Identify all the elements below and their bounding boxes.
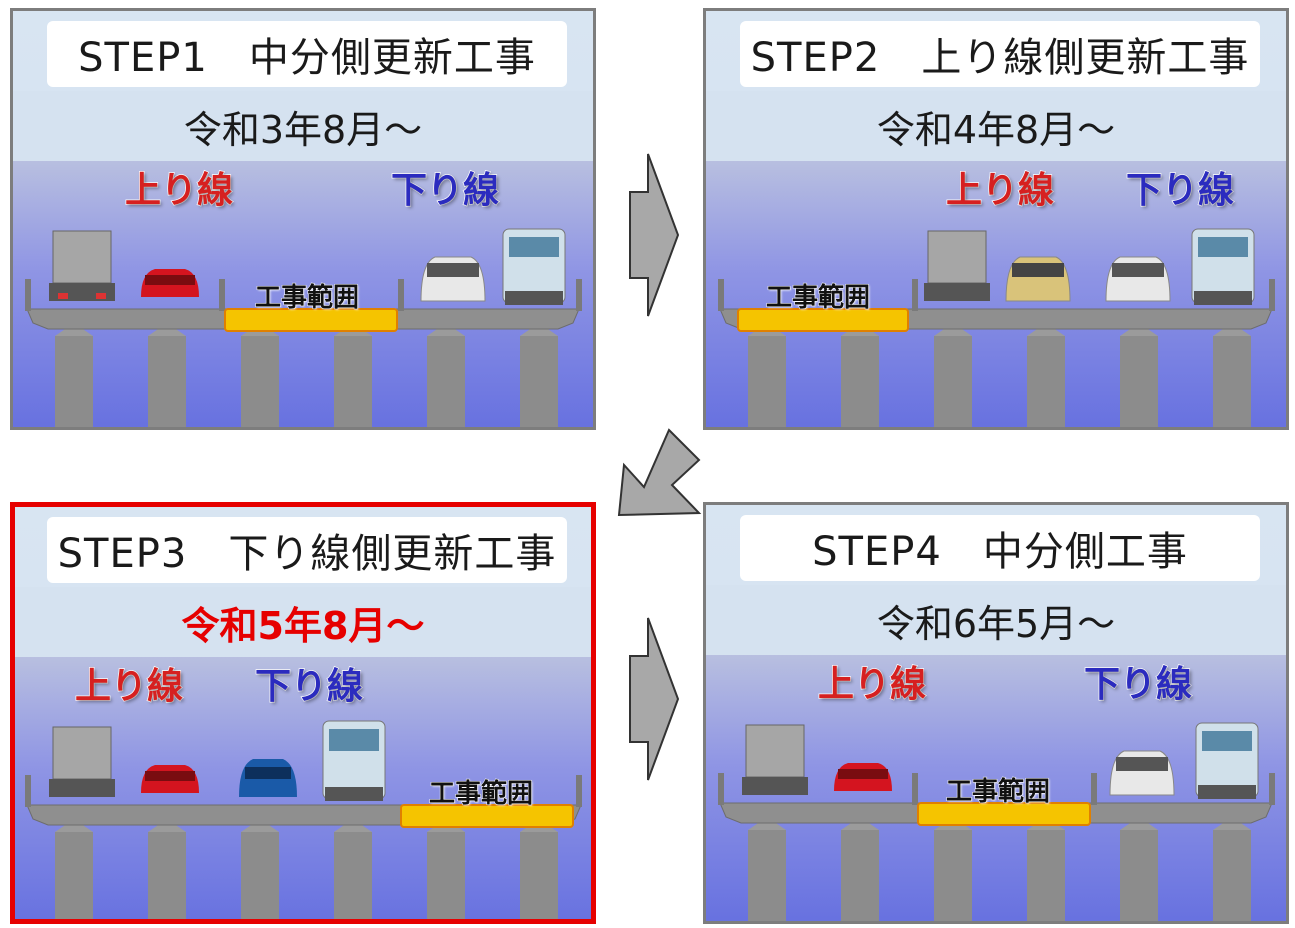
red-car-icon — [834, 763, 892, 791]
step3-panel: STEP3 下り線側更新工事 令和5年8月～ 上り線 下り線 工事範囲 — [10, 502, 596, 924]
step2-panel: STEP2 上り線側更新工事 令和4年8月～ 上り線 下り線 工事範囲 — [703, 8, 1289, 430]
truck-gray-icon — [742, 724, 808, 795]
bridge-scene — [25, 720, 582, 919]
step2-title: STEP2 上り線側更新工事 — [740, 21, 1260, 87]
step1-date: 令和3年8月～ — [183, 108, 423, 152]
arrow-down-left-icon — [617, 428, 702, 517]
piers — [748, 323, 1251, 427]
up-lane-label: 上り線 — [124, 169, 234, 212]
step3-title: STEP3 下り線側更新工事 — [47, 517, 567, 583]
blue-car-icon — [239, 759, 297, 797]
yellow-car-icon — [1005, 256, 1071, 302]
arrow-right-icon — [629, 153, 680, 317]
piers — [55, 819, 558, 919]
piers — [55, 323, 558, 427]
red-car-icon — [141, 765, 199, 793]
down-lane-label: 下り線 — [254, 665, 364, 708]
work-zone-bar — [737, 308, 909, 332]
date-band — [13, 91, 593, 161]
bridge-scene — [718, 228, 1275, 427]
bridge-scene — [718, 722, 1275, 921]
step3-date: 令和5年8月～ — [181, 604, 425, 648]
white-car-icon — [1105, 256, 1171, 302]
up-lane-label: 上り線 — [945, 169, 1055, 212]
step4-date: 令和6年5月～ — [876, 602, 1116, 646]
step1-title: STEP1 中分側更新工事 — [47, 21, 567, 87]
step2-date: 令和4年8月～ — [876, 108, 1116, 152]
work-zone-label: 工事範囲 — [765, 283, 871, 314]
truck-gray-icon — [49, 230, 115, 301]
work-zone-label: 工事範囲 — [254, 283, 360, 314]
truck-blue-icon — [1195, 722, 1259, 799]
piers — [748, 817, 1251, 921]
truck-blue-icon — [502, 228, 566, 305]
step4-title: STEP4 中分側工事 — [740, 515, 1260, 581]
work-zone-label: 工事範囲 — [428, 779, 534, 810]
step1-panel: STEP1 中分側更新工事 令和3年8月～ 上り線 下り線 工事範囲 — [10, 8, 596, 430]
work-zone-bar — [917, 802, 1091, 826]
arrow-right-icon — [629, 617, 680, 781]
date-band — [706, 91, 1286, 161]
down-lane-label: 下り線 — [1125, 169, 1235, 212]
white-car-icon — [420, 256, 486, 302]
up-lane-label: 上り線 — [817, 663, 927, 706]
bridge-scene — [25, 228, 582, 427]
work-zone-bar — [224, 308, 398, 332]
work-zone-bar — [400, 804, 574, 828]
truck-gray-icon — [49, 726, 115, 797]
work-zone-label: 工事範囲 — [945, 777, 1051, 808]
red-car-icon — [141, 269, 199, 297]
date-band — [15, 587, 591, 657]
step4-panel: STEP4 中分側工事 令和6年5月～ 上り線 下り線 工事範囲 — [703, 502, 1289, 924]
down-lane-label: 下り線 — [390, 169, 500, 212]
truck-blue-icon — [322, 720, 386, 801]
date-band — [706, 585, 1286, 655]
up-lane-label: 上り線 — [74, 665, 184, 708]
truck-gray-icon — [924, 230, 990, 301]
truck-blue-icon — [1191, 228, 1255, 305]
white-car-icon — [1109, 750, 1175, 796]
down-lane-label: 下り線 — [1083, 663, 1193, 706]
